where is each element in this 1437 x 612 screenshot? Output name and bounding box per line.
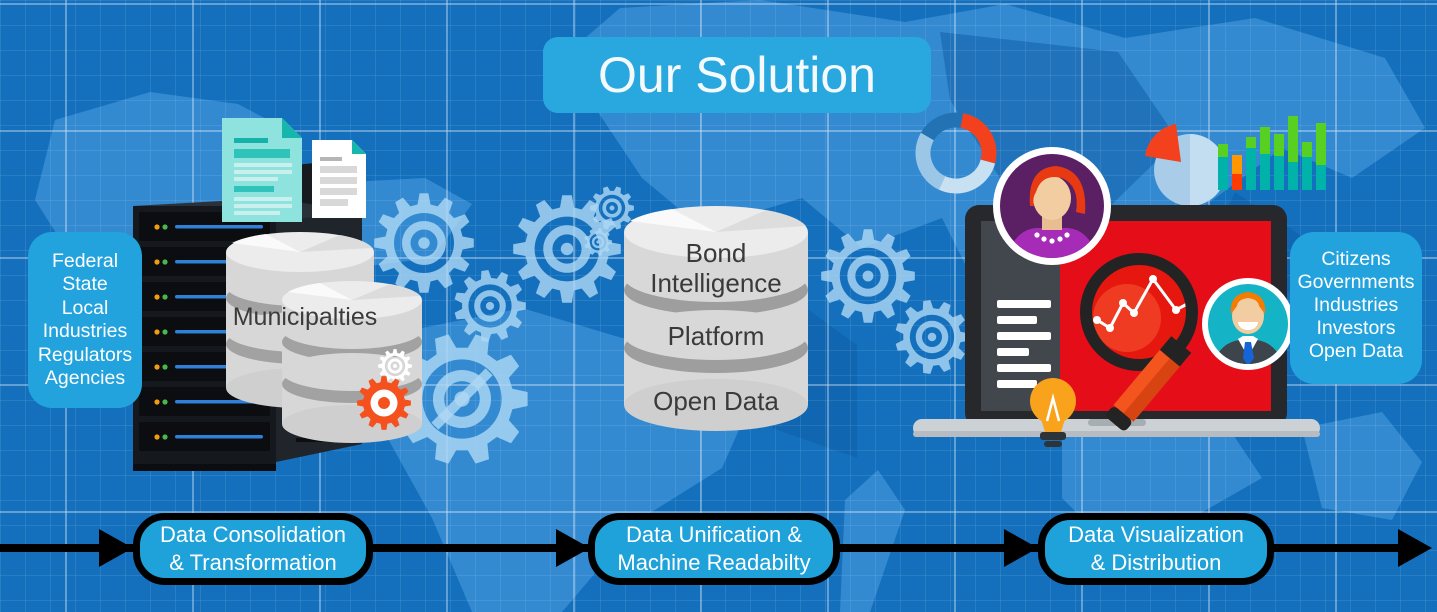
- sources-badge-line: Federal: [51, 250, 119, 272]
- municipalities-label: Municipalties: [232, 303, 378, 331]
- gear-icon: [352, 371, 416, 435]
- db-layer-label-3: Open Data: [653, 386, 779, 416]
- flow-step-3: Data Visualization & Distribution: [1038, 513, 1274, 585]
- flow-step-2-line1: Data Unification &: [625, 522, 803, 547]
- flow-step-1: Data Consolidation & Transformation: [133, 513, 373, 585]
- audience-badge-line: Open Data: [1308, 340, 1404, 362]
- pie-chart-icon: [1145, 124, 1226, 206]
- gear-icon: [391, 328, 533, 470]
- audience-badge: Citizens Governments Industries Investor…: [1290, 232, 1422, 384]
- bar-chart-icon: [1218, 116, 1326, 190]
- flow-step-3-line1: Data Visualization: [1068, 522, 1244, 547]
- donut-chart-icon: [915, 112, 997, 194]
- flow-step-2-line2: Machine Readabilty: [617, 550, 811, 575]
- audience-badge-line: Citizens: [1321, 248, 1391, 270]
- audience-badge-line: Investors: [1316, 317, 1396, 339]
- db-layer-label-1: Bond Intelligence: [650, 238, 782, 298]
- flow-arrowhead: [556, 529, 590, 567]
- flow-step-1-line1: Data Consolidation: [160, 522, 346, 547]
- sources-badge-line: Industries: [42, 320, 128, 343]
- flow-arrowhead: [1004, 529, 1038, 567]
- gear-icon: [369, 188, 479, 298]
- server-rack-icon: [133, 160, 362, 471]
- gear-icon: [508, 190, 626, 308]
- sources-badge-line: Local: [61, 296, 109, 319]
- line-chart-icon: [1093, 275, 1191, 332]
- gear-icon: [816, 224, 920, 328]
- db-layer-label-2: Platform: [667, 321, 765, 351]
- title-badge: Our Solution: [543, 37, 931, 113]
- flow-arrowhead: [1398, 529, 1432, 567]
- gear-icon: [585, 181, 639, 235]
- analytics-list-lines: [997, 300, 1051, 388]
- sources-badge-line: State: [62, 273, 108, 296]
- male-user-icon: [1202, 278, 1294, 370]
- sources-badge-line: Agencies: [44, 367, 126, 390]
- gear-icon: [579, 223, 617, 261]
- sources-badge: Federal State Local Industries Regulator…: [28, 232, 142, 408]
- laptop-icon: [913, 205, 1320, 437]
- platform-database-icon: [624, 206, 808, 431]
- flow-step-2: Data Unification & Machine Readabilty: [588, 513, 840, 585]
- flow-step-3-line2: & Distribution: [1090, 550, 1222, 575]
- document-icon-teal: [222, 118, 302, 222]
- flow-step-1-line2: & Transformation: [169, 550, 337, 575]
- laptop-screen: [981, 221, 1271, 411]
- sources-badge-line: Regulators: [37, 343, 133, 366]
- map-shadow-shapes: [150, 32, 1330, 458]
- flow-arrow-line: [0, 544, 1400, 552]
- gear-icon: [449, 265, 531, 347]
- gear-icon: [373, 344, 417, 388]
- female-user-icon: [993, 147, 1111, 265]
- gear-icon: [890, 295, 974, 379]
- audience-badge-line: Governments: [1297, 271, 1415, 293]
- database-stack-left-icon: [226, 232, 422, 443]
- page-title: Our Solution: [598, 47, 876, 103]
- magnifier-icon: [1080, 253, 1198, 431]
- audience-badge-line: Industries: [1313, 294, 1399, 316]
- flow-arrowhead: [99, 529, 133, 567]
- document-icon-white: [312, 140, 366, 218]
- lightbulb-icon: [1030, 378, 1076, 447]
